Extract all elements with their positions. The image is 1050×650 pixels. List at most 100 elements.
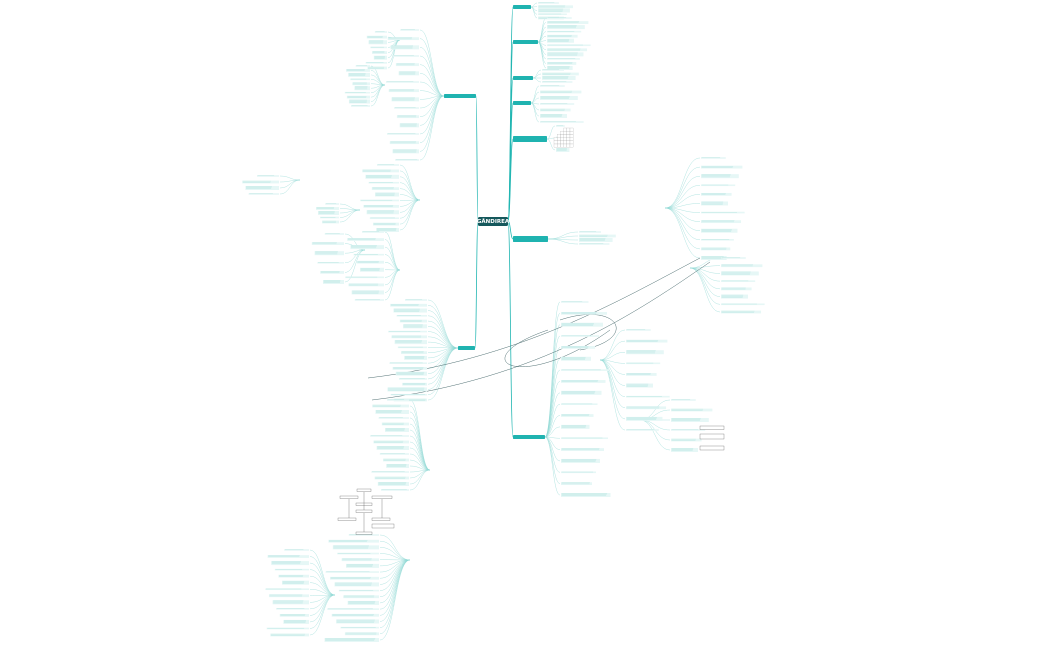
leaf-connector (537, 31, 547, 43)
branch-topic-box (513, 236, 548, 242)
leaf-topic (399, 378, 427, 380)
grid-cell (569, 131, 574, 135)
leaf-topic (721, 303, 765, 306)
leaf-topic (538, 13, 567, 16)
leaf-connector (339, 208, 361, 211)
branch-topic[interactable] (513, 435, 545, 439)
leaf-topic (389, 141, 419, 145)
leaf-topic (547, 66, 573, 70)
leaf-connector (664, 194, 701, 209)
grid-cell (563, 127, 567, 132)
leaf-topic (561, 403, 598, 405)
branch-topic[interactable] (458, 346, 475, 350)
branch-topic[interactable] (513, 101, 531, 105)
leaf-connector (384, 254, 401, 271)
leaf-connector (427, 347, 459, 390)
grid-cell (560, 140, 564, 145)
leaf-connector (427, 299, 459, 349)
leaf-connector (419, 47, 445, 97)
leaf-topic (671, 448, 698, 452)
leaf-topic (391, 97, 419, 102)
branch-topic[interactable] (513, 236, 548, 242)
leaf-topic (403, 324, 427, 329)
leaf-topic (374, 31, 387, 33)
leaf-connector (379, 559, 411, 616)
leaf-connector (344, 233, 366, 251)
leaf-topic (274, 568, 309, 571)
leaf-topic (327, 608, 379, 610)
leaf-connector (370, 84, 386, 107)
leaf-topic (365, 62, 387, 64)
leaf-connector (427, 310, 459, 349)
leaf-topic (373, 55, 387, 60)
leaf-connector (544, 335, 561, 438)
central-topic[interactable]: GÂNDIREA (477, 217, 510, 226)
leaf-topic (561, 471, 596, 474)
leaf-connector (664, 207, 701, 240)
leaf-connector (419, 38, 445, 97)
branch-connector (507, 220, 514, 240)
relationship-link (504, 329, 611, 367)
leaf-topic (701, 256, 727, 260)
branch-topic[interactable] (513, 136, 547, 142)
leaf-topic (404, 355, 427, 360)
leaf-topic (362, 231, 384, 233)
leaf-connector (309, 556, 336, 596)
leaf-connector (419, 73, 445, 97)
leaf-connector (530, 6, 538, 19)
leaf-connector (409, 417, 431, 471)
flowchart-box (371, 495, 393, 499)
leaf-connector (384, 239, 401, 271)
leaf-topic (331, 613, 379, 617)
leaf-connector (409, 447, 431, 471)
leaf-topic (271, 561, 309, 566)
branch-topic[interactable] (513, 40, 538, 44)
leaf-connector (532, 77, 542, 83)
leaf-topic (245, 186, 279, 190)
leaf-connector (664, 207, 701, 231)
leaf-topic (387, 387, 427, 392)
leaf-connector (599, 340, 626, 361)
leaf-topic (375, 410, 409, 414)
flowchart-box (337, 517, 357, 521)
branch-topic-box (513, 5, 531, 9)
leaf-topic (386, 464, 409, 468)
branch-connector (475, 95, 479, 222)
leaf-topic (405, 299, 427, 301)
leaf-topic (340, 626, 379, 629)
leaf-topic (701, 220, 742, 224)
leaf-topic (388, 330, 427, 333)
leaf-connector (544, 381, 561, 438)
leaf-topic (347, 238, 384, 241)
leaf-topic (338, 589, 379, 592)
branch-topic[interactable] (513, 5, 531, 9)
leaf-connector (639, 419, 671, 451)
leaf-layer (242, 2, 765, 642)
branch-topic-box (513, 76, 533, 80)
leaf-connector (544, 436, 561, 439)
leaf-connector (379, 559, 411, 610)
branch-topic[interactable] (513, 76, 533, 80)
leaf-topic (626, 373, 657, 376)
grid-cell (569, 140, 574, 145)
leaf-connector (419, 95, 445, 152)
leaf-topic (365, 174, 399, 179)
leaf-topic (369, 217, 399, 219)
leaf-connector (419, 95, 445, 161)
relationship-link (371, 261, 711, 401)
grid-cell (569, 143, 574, 148)
leaf-topic (272, 600, 309, 605)
leaf-connector (689, 267, 721, 282)
leaf-topic (701, 228, 738, 233)
branch-topic[interactable] (444, 94, 476, 98)
leaf-topic (721, 257, 746, 259)
leaf-connector (339, 209, 361, 223)
leaf-connector (419, 55, 445, 97)
grid-cell (553, 137, 558, 141)
leaf-topic (626, 329, 651, 331)
leaf-topic (547, 25, 585, 30)
leaf-topic (371, 471, 409, 473)
leaf-topic (561, 356, 591, 361)
leaf-topic (314, 251, 344, 256)
